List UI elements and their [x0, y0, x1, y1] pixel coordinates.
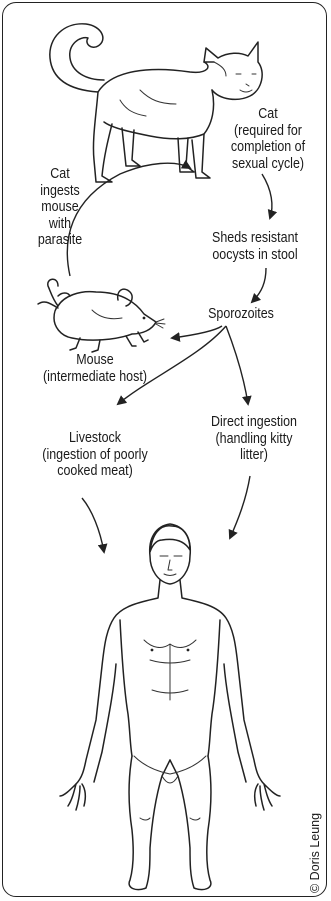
label-direct-ingestion: Direct ingestion (handling kitty litter) — [192, 414, 316, 464]
copyright-credit: © Doris Leung — [308, 813, 322, 893]
label-cat: Cat (required for completion of sexual c… — [223, 106, 312, 172]
arrow-direct-to-human — [230, 476, 250, 538]
label-livestock: Livestock (ingestion of poorly cooked me… — [22, 430, 168, 480]
label-cat-ingests: Cat ingests mouse with parasite — [27, 166, 92, 249]
arrow-livestock-to-human — [82, 498, 104, 552]
arrow-sheds-to-sporozoites — [252, 268, 266, 302]
label-mouse: Mouse (intermediate host) — [31, 352, 160, 385]
label-sporozoites: Sporozoites — [194, 306, 289, 323]
arrow-sporozoites-to-mouse — [172, 326, 222, 338]
arrow-cat-to-sheds — [262, 174, 272, 218]
label-sheds-oocysts: Sheds resistant oocysts in stool — [196, 230, 315, 263]
arrow-sporozoites-to-direct — [226, 326, 248, 404]
human-illustration — [60, 524, 280, 890]
mouse-illustration — [38, 279, 165, 352]
